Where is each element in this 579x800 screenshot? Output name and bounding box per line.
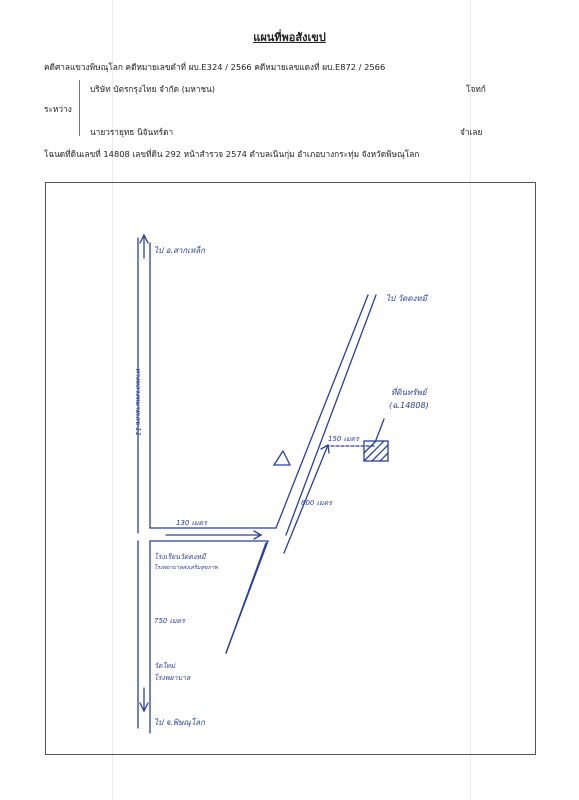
hatch-line [371,444,389,462]
label-top-left: ไป อ.สากเหล็ก [154,245,206,255]
school-label-1: โรงเรียนวัดดงหมี [154,552,207,561]
plot-label-1: ที่ดินทรัพย์ [391,386,428,397]
school-label-2: โรงพยาบาลส่งเสริมสุขภาพ [154,564,218,571]
temple-label-1: วัดใหม่ [154,661,176,670]
plaintiff-role: โจทก์ [466,84,486,94]
document-title: แผนที่พอสังเขป [253,31,326,44]
defendant-role: จำเลย [460,127,483,137]
sketch-map: ไป อ.สากเหล็ก ไป วัดดงหมี ทางหลวงหมายเลข… [134,233,429,734]
plot-leader-line [375,418,385,441]
plot-label-2: (ฉ.14808) [389,401,429,410]
label-bottom: ไป จ.พิษณุโลก [154,717,206,728]
arrow-diag-head-icon [320,443,330,454]
title-deed-line: โฉนดที่ดินเลขที่ 14808 เลขที่ดิน 292 หน้… [44,149,420,159]
party-bracket [79,80,80,136]
scan-artifact-line [112,0,113,800]
arrow-south-head-icon [139,702,149,713]
between-label: ระหว่าง [44,104,72,114]
arrow-diag-icon [283,444,329,554]
scan-artifact-line [470,0,471,800]
triangle-marker-icon [272,449,292,466]
arrow-north-head-icon [139,233,149,244]
temple-label-2: โรงพยาบาล [154,673,191,682]
main-road-label: ทางหลวงหมายเลข 11 [134,368,142,436]
branch-road [225,542,267,654]
case-number-line: คดีศาลแขวงพิษณุโลก คดีหมายเลขดำที่ ผบ.E3… [44,62,386,72]
label-top-right: ไป วัดดงหมี [386,293,428,303]
dist-diag: 800 เมตร [301,499,333,507]
diagonal-road-edge-2 [285,294,377,536]
arrow-east-head-icon [253,530,263,540]
defendant-name: นายวรายุทธ นิจันทร์ดา [90,127,174,137]
dist-left: 750 เมตร [154,617,186,625]
dist-plot: 150 เมตร [328,435,360,443]
hatch-line [363,440,377,454]
sketch-map-frame: ไป อ.สากเหล็ก ไป วัดดงหมี ทางหลวงหมายเลข… [45,182,536,755]
hatch-line [363,440,385,462]
plaintiff-name: บริษัท บัตรกรุงไทย จำกัด (มหาชน) [90,84,216,94]
dist-junction: 130 เมตร [176,519,208,527]
hatch-line [379,452,389,462]
diagonal-road-edge-1 [275,294,369,529]
